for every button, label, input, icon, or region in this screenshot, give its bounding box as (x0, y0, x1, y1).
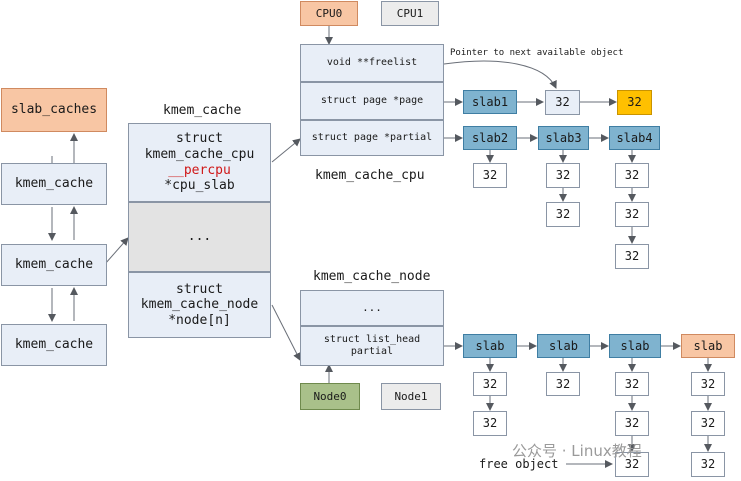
page-field: struct page *page (300, 82, 444, 120)
node-field-line-3: *node[n] (168, 312, 231, 328)
node-slab-3-object-2: 32 (615, 411, 649, 436)
percpu-qualifier: __percpu (168, 162, 231, 178)
node-slab-2: slab (537, 334, 590, 358)
slab3-object-1: 32 (546, 163, 580, 188)
kmem-cache-title: kmem_cache (163, 103, 242, 118)
kmem-cache-node-3: kmem_cache (1, 324, 107, 366)
node-ellipsis-field: ... (300, 290, 444, 326)
slab3-object-2: 32 (546, 202, 580, 227)
list-head-partial-field: struct list_head partial (300, 326, 444, 366)
kmem-cache-node-2: kmem_cache (1, 244, 107, 286)
node-slab-3-object-3: 32 (615, 452, 649, 477)
node-field-line-2: kmem_cache_node (140, 297, 259, 313)
slab4-object-2: 32 (615, 202, 649, 227)
cpu1-tab: CPU1 (381, 1, 439, 26)
cpu-slab-line-1: struct (176, 131, 223, 147)
slab2: slab2 (463, 126, 517, 150)
slab1: slab1 (463, 90, 517, 114)
cpu-slab-line-4: *cpu_slab (164, 178, 235, 194)
node1-tab: Node1 (381, 383, 441, 410)
node-slab-4-object-3: 32 (691, 452, 725, 477)
slab4: slab4 (609, 126, 660, 150)
node-slab-3-object-1: 32 (615, 372, 649, 396)
node-slab-1-object-2: 32 (473, 411, 507, 436)
freelist-field: void **freelist (300, 44, 444, 82)
node-slab-4-object-2: 32 (691, 411, 725, 436)
kmem-cache-cpu-title: kmem_cache_cpu (315, 168, 425, 183)
cpu0-tab: CPU0 (300, 1, 358, 26)
node-slab-1-object-1: 32 (473, 372, 507, 396)
node-slab-1: slab (463, 334, 517, 358)
slab4-object-3: 32 (615, 244, 649, 269)
kmem-cache-node-field: struct kmem_cache_node *node[n] (128, 272, 271, 338)
watermark: 公众号 · Linux教程 (512, 442, 642, 460)
slab2-object-1: 32 (473, 163, 507, 188)
kmem-cache-cpu-slab-field: struct kmem_cache_cpu __percpu *cpu_slab (128, 123, 271, 202)
slab1-next-object: 32 (617, 90, 652, 115)
partial-field: struct page *partial (300, 120, 444, 156)
slab4-object-1: 32 (615, 163, 649, 188)
kmem-cache-node-1: kmem_cache (1, 163, 107, 205)
kmem-cache-node-title: kmem_cache_node (313, 269, 431, 284)
slab-caches-head: slab_caches (1, 88, 107, 132)
slab1-object: 32 (545, 90, 580, 115)
cpu-slab-line-2: kmem_cache_cpu (144, 146, 255, 162)
node-slab-4-object-1: 32 (691, 372, 725, 396)
free-object-label: free object (479, 457, 559, 471)
kmem-cache-middle-field: ... (128, 202, 271, 272)
node-slab-4: slab (681, 334, 735, 358)
node-field-line-1: struct (176, 281, 223, 297)
freelist-note: Pointer to next available object (450, 48, 624, 58)
node0-tab: Node0 (300, 383, 360, 410)
slab3: slab3 (538, 126, 589, 150)
node-slab-3: slab (609, 334, 661, 358)
node-slab-2-object-1: 32 (546, 372, 580, 396)
